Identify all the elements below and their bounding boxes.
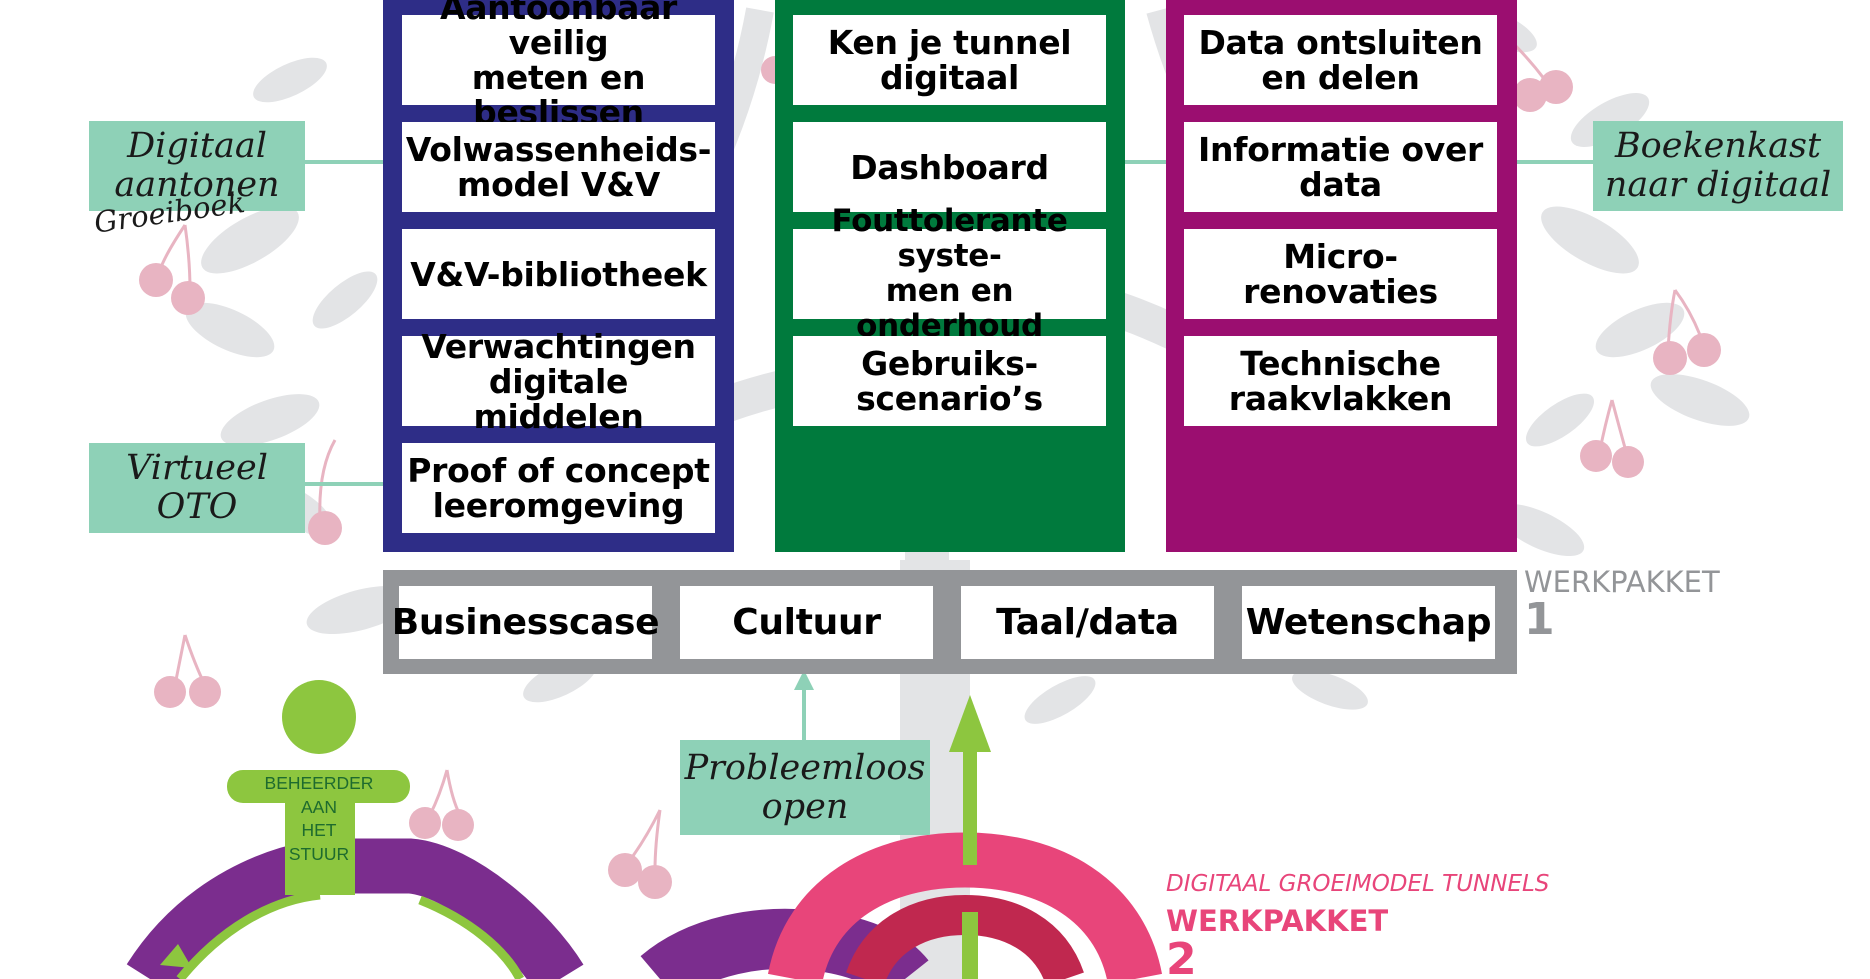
persona-label: BEHEERDER AAN HET STUUR — [264, 773, 374, 864]
werkpakket-2-number: 2 — [1166, 934, 1197, 979]
tile-fouttolerante-systemen: Fouttolerante syste-men en onderhoud — [793, 204, 1106, 344]
werkpakket-2-subtitle: DIGITAAL GROEIMODEL TUNNELS — [1166, 871, 1550, 897]
tile-micro-renovaties: Micro-renovaties — [1184, 229, 1497, 319]
werkpakket-1-label: WERKPAKKET — [1524, 565, 1720, 599]
tile-wetenschap: Wetenschap — [1242, 586, 1495, 659]
tile-dashboard: Dashboard — [793, 122, 1106, 212]
tile-cultuur: Cultuur — [680, 586, 933, 659]
tile-taal-data: Taal/data — [961, 586, 1214, 659]
werkpakket-2-label: WERKPAKKET — [1166, 904, 1389, 938]
persona-banner — [227, 770, 410, 803]
tile-volwassenheidsmodel: Volwassenheids-model V&V — [402, 122, 715, 212]
tile-businesscase: Businesscase — [392, 586, 660, 659]
werkpakket-1-number: 1 — [1524, 594, 1555, 645]
tile-vv-bibliotheek: V&V-bibliotheek — [402, 229, 715, 319]
tile-gebruiksscenarios: Gebruiks-scenario’s — [793, 336, 1106, 426]
